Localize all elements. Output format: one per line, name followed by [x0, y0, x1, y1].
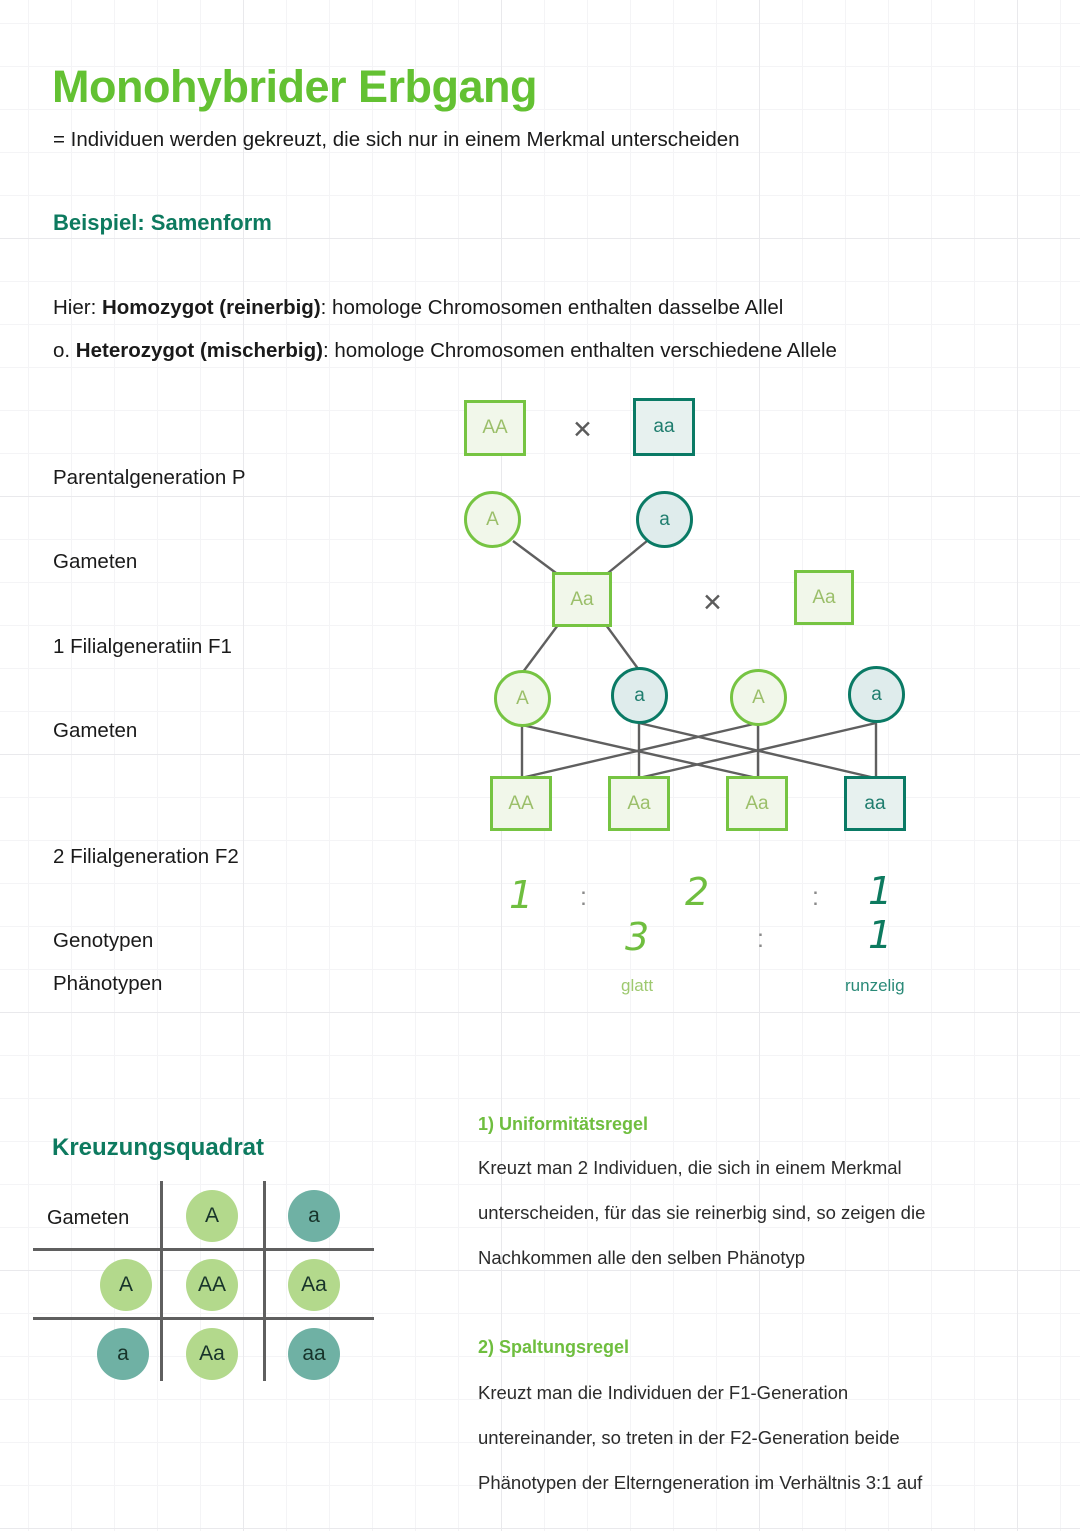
row-label-phaenotypen: Phänotypen [53, 972, 163, 995]
phenotype-ratio-value-1: 3 [625, 915, 650, 959]
cross-symbol-f1: ✕ [702, 589, 723, 617]
cross-symbol-p: ✕ [572, 416, 593, 444]
phenotype-label-runzelig: runzelig [845, 976, 905, 995]
pedigree-p-aa-recessive: aa [633, 398, 695, 456]
punnett-col-header-a-dominant: A [186, 1190, 238, 1242]
rule-2-line-1: Kreuzt man die Individuen der F1-Generat… [478, 1382, 849, 1403]
genotype-ratio-separator-2: : [812, 883, 819, 911]
row-label-genotypen: Genotypen [53, 929, 154, 952]
punnett-square-title: Kreuzungsquadrat [52, 1134, 265, 1161]
pedigree-p-gamete-a-recessive: a [636, 491, 693, 548]
definition-heterozygot: o. Heterozygot (mischerbig): homologe Ch… [53, 339, 837, 363]
row-label-f1: 1 Filialgeneratiin F1 [53, 635, 232, 658]
rule-1-title: 1) Uniformitätsregel [478, 1114, 649, 1134]
genotype-ratio-separator-1: : [580, 883, 587, 911]
rule-1-line-3: Nachkommen alle den selben Phänotyp [478, 1247, 806, 1268]
definition-heterozygot-prefix: o. [53, 339, 76, 362]
rule-1-line-1: Kreuzt man 2 Individuen, die sich in ein… [478, 1157, 902, 1178]
row-label-gameten-1: Gameten [53, 550, 138, 573]
pedigree-f1-gamete-2: a [611, 667, 668, 724]
page-subtitle: = Individuen werden gekreuzt, die sich n… [53, 128, 740, 151]
punnett-row-header-a-dominant: A [100, 1259, 152, 1311]
definition-homozygot-prefix: Hier: [53, 296, 102, 319]
section-heading-beispiel: Beispiel: Samenform [53, 210, 272, 235]
pedigree-f1-gamete-1: A [494, 670, 551, 727]
genotype-ratio-value-1: 1 [509, 873, 534, 917]
pedigree-f2-aa-heterozygous-2: Aa [726, 776, 788, 831]
punnett-hline-2 [33, 1317, 374, 1320]
row-label-gameten-2: Gameten [53, 719, 138, 742]
punnett-col-header-a-recessive: a [288, 1190, 340, 1242]
definition-homozygot: Hier: Homozygot (reinerbig): homologe Ch… [53, 296, 783, 320]
rule-2-title: 2) Spaltungsregel [478, 1337, 630, 1357]
genotype-ratio-value-2: 2 [685, 870, 710, 914]
phenotype-ratio-value-2: 1 [868, 913, 893, 957]
pedigree-f1-aa-left: Aa [552, 572, 612, 627]
definition-heterozygot-term: Heterozygot (mischerbig) [75, 339, 323, 362]
punnett-cell-1-1: aa [288, 1328, 340, 1380]
definition-heterozygot-rest: : homologe Chromosomen enthalten verschi… [322, 339, 837, 362]
pedigree-f1-gamete-3: A [730, 669, 787, 726]
page-title: Monohybrider Erbgang [52, 61, 538, 112]
definition-homozygot-rest: : homologe Chromosomen enthalten dasselb… [320, 296, 784, 319]
pedigree-f1-gamete-4: a [848, 666, 905, 723]
punnett-cell-0-0: AA [186, 1259, 238, 1311]
pedigree-p-gamete-a-dominant: A [464, 491, 521, 548]
row-label-f2: 2 Filialgeneration F2 [53, 845, 239, 868]
phenotype-label-glatt: glatt [621, 976, 654, 995]
rule-2-line-3: Phänotypen der Elterngeneration im Verhä… [478, 1472, 923, 1493]
rule-1-line-2: unterscheiden, für das sie reinerbig sin… [478, 1202, 926, 1223]
row-label-parentalgeneration: Parentalgeneration P [53, 466, 246, 489]
definition-homozygot-term: Homozygot (reinerbig) [101, 296, 321, 319]
pedigree-f2-aa-homozygous-recessive: aa [844, 776, 906, 831]
punnett-vline-2 [263, 1181, 266, 1381]
pedigree-f2-aa-homozygous-dominant: AA [490, 776, 552, 831]
punnett-hline-1 [33, 1248, 374, 1251]
genotype-ratio-value-3: 1 [868, 869, 893, 913]
punnett-corner-label: Gameten [47, 1207, 130, 1229]
rule-2-line-2: untereinander, so treten in der F2-Gener… [478, 1427, 900, 1448]
phenotype-ratio-separator: : [757, 925, 764, 953]
punnett-row-header-a-recessive: a [97, 1328, 149, 1380]
punnett-cell-1-0: Aa [186, 1328, 238, 1380]
punnett-cell-0-1: Aa [288, 1259, 340, 1311]
pedigree-f2-aa-heterozygous-1: Aa [608, 776, 670, 831]
punnett-vline-1 [160, 1181, 163, 1381]
pedigree-f1-aa-right: Aa [794, 570, 854, 625]
pedigree-p-aa-dominant: AA [464, 400, 526, 456]
